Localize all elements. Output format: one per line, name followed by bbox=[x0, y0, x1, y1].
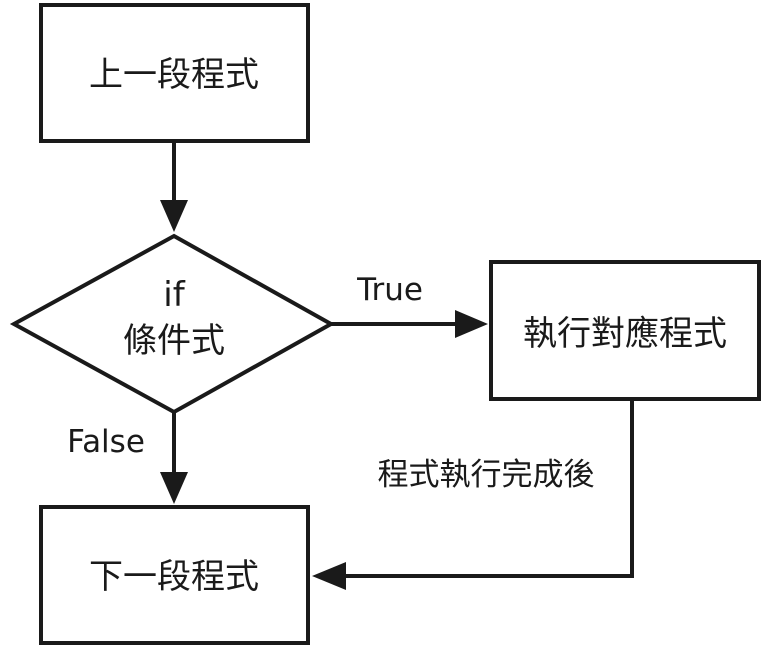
arrowhead-next-after bbox=[312, 562, 346, 590]
false-label: False bbox=[67, 424, 145, 460]
previous-program-label: 上一段程式 bbox=[89, 55, 259, 95]
condition-label-if: if bbox=[163, 275, 185, 315]
next-program-box bbox=[39, 505, 310, 645]
previous-program-box bbox=[39, 3, 310, 143]
action-box bbox=[489, 260, 761, 401]
after-execution-label: 程式執行完成後 bbox=[378, 457, 595, 493]
next-program-label: 下一段程式 bbox=[89, 557, 259, 597]
condition-label-expression: 條件式 bbox=[123, 321, 225, 361]
true-label: True bbox=[356, 272, 423, 308]
action-label: 執行對應程式 bbox=[523, 314, 727, 354]
arrowhead-next-false bbox=[160, 472, 188, 504]
arrowhead-condition bbox=[160, 200, 188, 232]
arrowhead-action bbox=[455, 310, 488, 338]
arrow-action-to-next bbox=[340, 399, 634, 578]
